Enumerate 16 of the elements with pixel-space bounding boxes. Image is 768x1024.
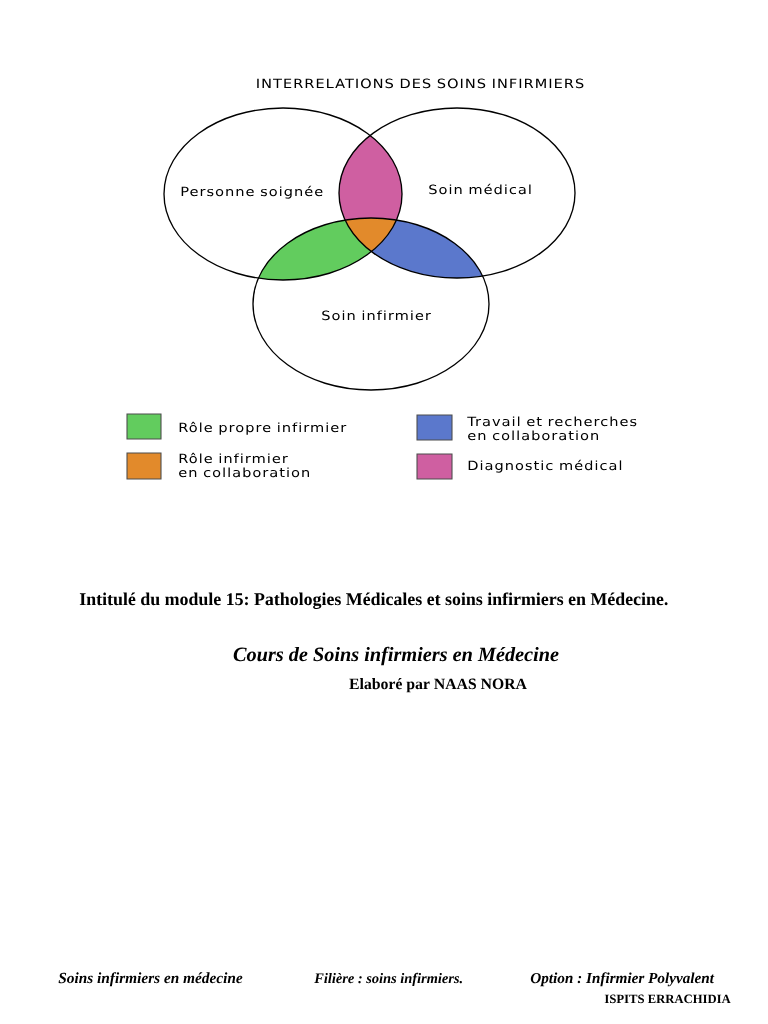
footer-text: Filière : soins infirmiers. bbox=[314, 972, 462, 987]
author-line: Elaboré par NAAS NORA bbox=[349, 678, 527, 693]
overlap-region bbox=[339, 135, 402, 221]
module-heading: Intitulé du module 15: Pathologies Médicales et soins infirmiers en Médecine. bbox=[79, 592, 668, 609]
footer-text: ISPITS ERRACHIDIA bbox=[604, 994, 731, 1004]
footer-text: Soins infirmiers en médecine bbox=[58, 972, 243, 987]
legend-label: Rôle propre infirmier bbox=[179, 421, 347, 435]
footer-text: Option : Infirmier Polyvalent bbox=[530, 972, 715, 987]
legend-label: Rôle infirmier en collaboration bbox=[179, 452, 309, 478]
course-title: Cours de Soins infirmiers en Médecine bbox=[233, 646, 559, 666]
overlap-region bbox=[371, 220, 483, 278]
overlap-region bbox=[258, 220, 372, 280]
legend-label: Travail et recherches en collaboration bbox=[467, 416, 637, 441]
overlap-region bbox=[345, 218, 397, 252]
legend-label: Diagnostic médical bbox=[468, 459, 622, 473]
diagram-title: INTERRELATIONS DES SOINS INFIRMIERS bbox=[257, 78, 584, 89]
